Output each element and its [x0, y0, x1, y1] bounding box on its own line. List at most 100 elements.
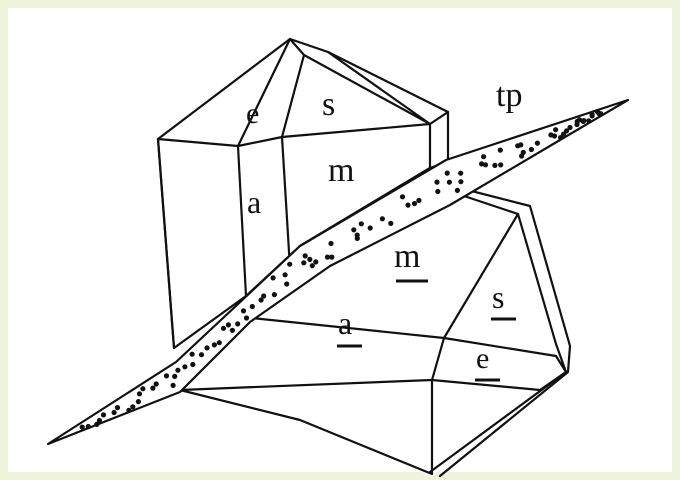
twin-plane-dot: [153, 381, 159, 387]
twin-plane-dot: [261, 293, 267, 299]
twin-plane-dot: [126, 407, 132, 413]
twin-plane-dot: [309, 263, 315, 269]
twin-plane-dot: [351, 227, 357, 233]
twin-plane-dot: [229, 327, 235, 333]
twin-plane-dot: [482, 162, 489, 168]
upper-crystal-prism-edges: [156, 135, 292, 350]
twin-plane-dot: [114, 405, 121, 411]
twin-plane-dot: [243, 315, 250, 321]
twin-plane-dot: [302, 253, 308, 259]
label-upper-m: m: [328, 152, 354, 189]
twin-plane-dot: [354, 235, 360, 241]
twin-plane-dot: [388, 220, 394, 226]
twin-plane-dot: [434, 179, 440, 185]
twin-plane-dot: [150, 385, 156, 391]
twin-plane-dot: [190, 361, 196, 368]
twin-plane-dot: [560, 131, 567, 137]
lower-crystal-fill: [180, 168, 568, 476]
twin-plane-dot: [175, 367, 181, 373]
twin-plane-dot: [358, 221, 364, 227]
twin-plane-dot: [551, 133, 558, 139]
twin-plane-dot: [379, 216, 385, 222]
twin-plane-dot: [111, 409, 117, 416]
twin-plane-dot: [405, 202, 411, 208]
twin-plane-dot: [287, 261, 293, 267]
twin-plane-dot: [136, 391, 143, 397]
face-labels: e s m a tp m s a e: [246, 77, 522, 382]
twin-plane-dot: [458, 179, 464, 185]
label-upper-a: a: [247, 184, 261, 220]
twin-plane-dot: [100, 412, 107, 418]
twin-plane-dot: [284, 281, 290, 287]
twin-plane-dot: [444, 170, 450, 176]
label-upper-e: e: [246, 97, 259, 130]
twin-plane-dot: [567, 124, 573, 131]
twin-plane-dot: [211, 342, 217, 348]
twin-plane-dot: [528, 146, 535, 153]
twin-plane-dot: [172, 373, 178, 379]
twin-plane-dot: [216, 340, 222, 346]
twin-plane-dot: [94, 421, 100, 427]
twin-plane-dots: [79, 108, 604, 430]
twin-plane-dot: [557, 135, 564, 141]
twin-plane-dot: [182, 364, 188, 370]
twin-plane-dot: [204, 345, 210, 351]
twin-plane-dot: [282, 272, 288, 278]
twin-plane-dot: [96, 417, 102, 424]
twin-plane-dot: [479, 161, 485, 167]
label-lower-e: e: [476, 342, 489, 375]
twin-plane-dot: [581, 118, 587, 124]
twin-plane-dot: [220, 325, 227, 331]
twin-plane-dot: [258, 297, 264, 303]
twin-plane-dot: [170, 382, 176, 388]
twin-plane-dot: [198, 352, 205, 358]
twin-plane-dot: [519, 153, 525, 159]
twin-plane-dot: [446, 179, 452, 185]
twin-plane-dot: [301, 260, 307, 266]
label-lower-s: s: [492, 279, 504, 315]
twin-plane-dot: [454, 187, 460, 193]
label-twin-plane: tp: [496, 77, 522, 114]
twin-plane-dot: [416, 197, 422, 203]
twin-plane-dot: [313, 259, 319, 265]
twin-plane-dot: [225, 322, 231, 328]
twin-plane-dot: [589, 113, 595, 119]
twin-plane-dot: [135, 399, 141, 405]
twin-plane-dot: [458, 170, 464, 176]
twin-plane-dot: [329, 254, 335, 260]
twin-plane-dot: [492, 162, 498, 168]
twin-plane-dot: [130, 404, 136, 410]
twin-plane-dot: [564, 128, 570, 134]
twin-plane-dot: [367, 225, 373, 231]
lower-crystal-top-edges: [250, 212, 568, 392]
label-lower-a: a: [338, 305, 352, 341]
twin-plane-dot: [249, 303, 255, 310]
twin-plane-dot: [307, 256, 313, 262]
twin-plane-dot: [534, 140, 541, 146]
twin-plane-dot: [574, 121, 580, 128]
twin-plane-dot: [140, 386, 146, 392]
twin-plane-dot: [324, 254, 331, 260]
twin-plane-dot: [328, 240, 334, 247]
twin-plane-dot: [79, 424, 85, 430]
twin-plane-dot: [498, 162, 504, 168]
label-upper-s: s: [322, 86, 335, 123]
twin-plane-dot: [497, 147, 503, 153]
twin-plane-dot: [598, 111, 604, 117]
upper-crystal-termination-edges: [156, 37, 450, 170]
twin-plane-dot: [411, 200, 418, 207]
twin-plane-dot: [518, 142, 524, 148]
twin-plane-dot: [270, 275, 276, 281]
twin-plane-dot: [85, 423, 91, 430]
twin-plane-dot: [553, 127, 559, 133]
twin-plane-dot: [271, 292, 277, 298]
twin-plane-dot: [163, 373, 170, 379]
twin-plane-dot: [481, 154, 487, 160]
twin-plane: [46, 98, 630, 446]
twin-plane-dot: [399, 194, 406, 200]
twin-plane-dot: [235, 321, 241, 327]
twin-plane-dot: [189, 351, 195, 357]
twin-plane-dot: [586, 118, 592, 124]
